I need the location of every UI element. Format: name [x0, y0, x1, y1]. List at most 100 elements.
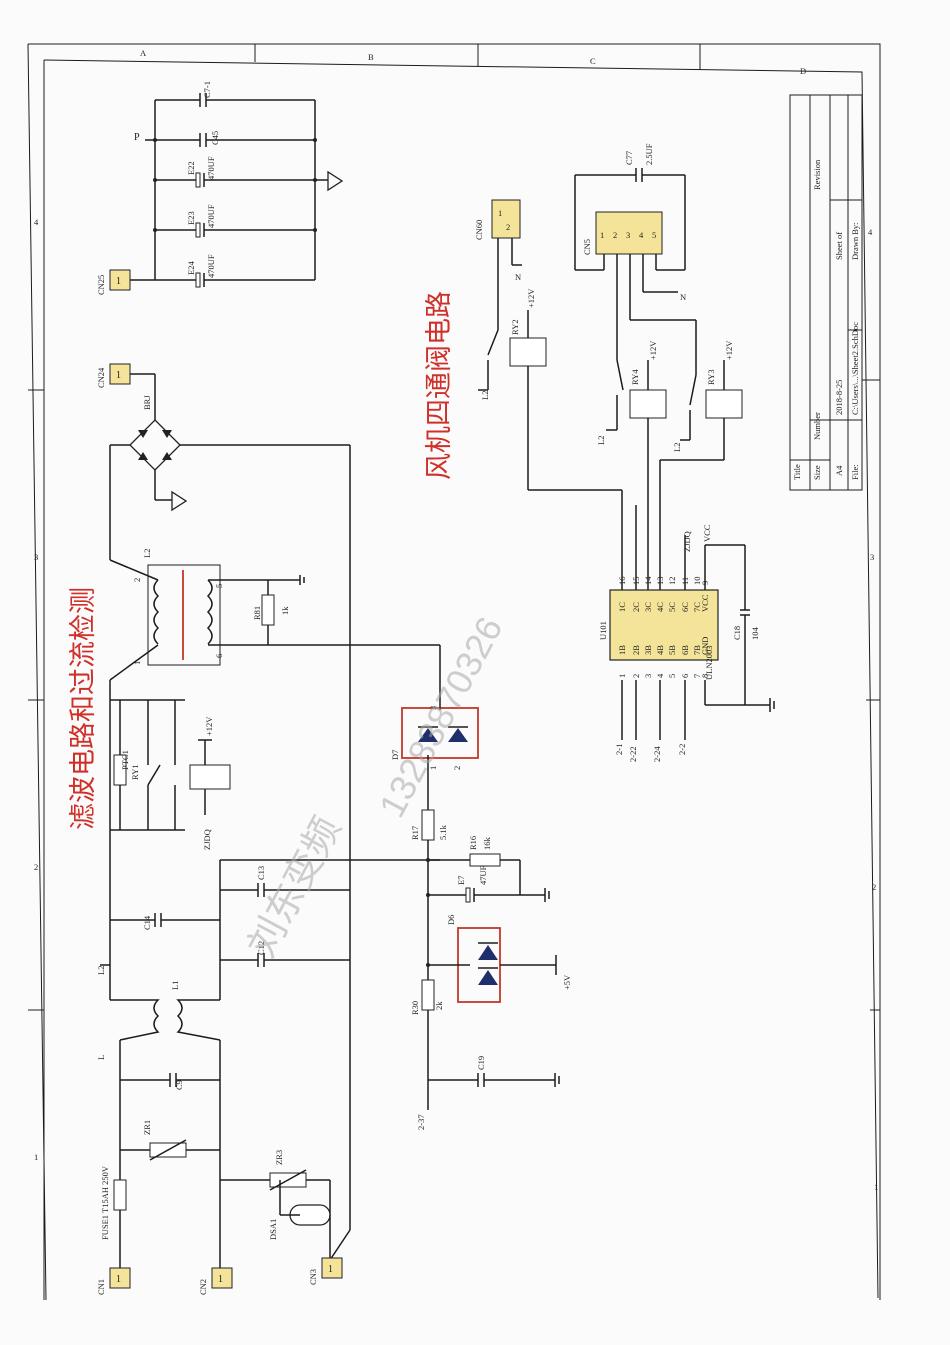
svg-text:L2: L2: [96, 966, 106, 975]
revision-label: Revision: [812, 159, 822, 190]
svg-text:R30: R30: [410, 1001, 420, 1015]
uln-pin-number: 2: [631, 674, 641, 678]
relay-ry4: RY4 +12V L2: [596, 340, 667, 590]
uln-pin-name: GND: [700, 637, 710, 655]
svg-text:PTC1: PTC1: [120, 750, 130, 770]
uln-pins: 11B22B33B44B55B66B77B8GND161C152C143C134…: [617, 576, 710, 678]
svg-text:N: N: [680, 292, 686, 302]
drawn-label: Drawn By:: [850, 222, 860, 260]
svg-text:ZR1: ZR1: [142, 1120, 152, 1135]
svg-text:2-22: 2-22: [628, 746, 638, 762]
e22-value: 470UF: [206, 156, 216, 180]
uln-pin-number: 8: [700, 674, 710, 678]
uln-pin-name: 7C: [692, 602, 702, 612]
svg-text:CN25: CN25: [96, 275, 106, 295]
svg-text:2-2: 2-2: [677, 744, 687, 755]
svg-text:104: 104: [750, 627, 760, 641]
svg-text:2: 2: [452, 766, 462, 770]
svg-text:DSA1: DSA1: [268, 1219, 278, 1240]
svg-text:2-1: 2-1: [614, 744, 624, 755]
watermark-name: 刘东变频: [239, 809, 349, 964]
svg-text:2.5UF: 2.5UF: [644, 143, 654, 165]
svg-text:L2: L2: [596, 436, 606, 445]
relay-ry2: RY2 +12V L2: [478, 288, 547, 490]
watermark-phone: 13283870326: [371, 610, 511, 824]
uln-pin-name: 5B: [667, 645, 677, 655]
svg-text:RY2: RY2: [510, 319, 520, 335]
svg-text:+12V: +12V: [724, 340, 734, 360]
sheet-frame: A B C D 4 3 2 1 4 3 2 1: [27, 43, 881, 1301]
svg-text:C19: C19: [476, 1056, 486, 1070]
svg-text:C18: C18: [732, 626, 742, 640]
zone-label-c: C: [590, 56, 596, 66]
uln-pin-number: 11: [680, 577, 690, 585]
uln-pin-number: 16: [617, 577, 627, 586]
uln-pin-name: 6C: [680, 602, 690, 612]
uln-pin-number: 4: [655, 673, 665, 678]
svg-text:C13: C13: [256, 866, 266, 880]
zone-label-3-right: 3: [870, 552, 874, 562]
connector-cn25: 1 CN25: [96, 269, 131, 295]
svg-text:5.1k: 5.1k: [438, 824, 448, 840]
date-value: 2018-8-25: [834, 380, 844, 415]
svg-text:2: 2: [506, 222, 510, 232]
svg-text:ZJDQ: ZJDQ: [682, 531, 692, 552]
zone-label-3-left: 3: [34, 552, 38, 562]
zone-label-d: D: [800, 66, 806, 76]
svg-text:CN3: CN3: [308, 1269, 318, 1285]
number-label: Number: [812, 412, 822, 440]
e23-value: 470UF: [206, 204, 216, 228]
size-label: Size: [812, 465, 822, 480]
svg-text:CN5: CN5: [582, 239, 592, 255]
svg-text:2: 2: [613, 230, 617, 240]
uln-pin-number: 12: [667, 577, 677, 586]
svg-text:N: N: [515, 272, 521, 282]
svg-text:CN60: CN60: [474, 220, 484, 240]
svg-text:RY4: RY4: [630, 369, 640, 385]
svg-text:1: 1: [428, 766, 438, 770]
svg-text:CN1: CN1: [96, 1279, 106, 1295]
uln-pin-name: 7B: [692, 645, 702, 655]
uln-pin-number: 10: [692, 577, 702, 586]
e24-label: E24: [186, 261, 196, 275]
current-detect: D7 3 1 2 R17 5.1k R16 16k E7 47UF D6 +5V…: [390, 645, 572, 1130]
zone-label-2-right: 2: [872, 882, 876, 892]
zone-label-1-left: 1: [34, 1152, 38, 1162]
svg-text:1: 1: [116, 276, 121, 287]
size-value: A4: [834, 465, 844, 476]
svg-text:5: 5: [214, 584, 224, 588]
svg-text:3: 3: [428, 706, 438, 710]
uln-pin-name: 5C: [667, 602, 677, 612]
uln-pin-number: 6: [680, 674, 690, 678]
zone-label-4-right: 4: [868, 227, 873, 237]
svg-text:2: 2: [132, 578, 142, 582]
svg-text:2-37: 2-37: [416, 1114, 426, 1130]
uln-pin-name: 2B: [631, 645, 641, 655]
zone-label-a: A: [140, 48, 147, 58]
svg-text:1: 1: [498, 208, 502, 218]
svg-text:+12V: +12V: [648, 340, 658, 360]
uln-pin-number: 14: [643, 576, 653, 585]
svg-text:47UF: 47UF: [478, 865, 488, 885]
svg-text:4: 4: [639, 230, 644, 240]
ic-uln2003: U101 ULN2003: [598, 589, 719, 680]
uln-pin-name: 2C: [631, 602, 641, 612]
uln-wiring: ZJDQ VCC C18 104: [528, 489, 775, 712]
svg-text:D6: D6: [446, 915, 456, 925]
uln-pin-name: 6B: [680, 645, 690, 655]
svg-text:L2: L2: [142, 549, 152, 558]
svg-text:C77: C77: [624, 151, 634, 165]
zone-label-2-left: 2: [34, 862, 38, 872]
svg-text:ZJDQ: ZJDQ: [202, 829, 212, 850]
uln-pin-name: 1C: [617, 602, 627, 612]
relay-ry3: RY3 +12V L2: [659, 320, 743, 590]
svg-text:+12V: +12V: [526, 288, 536, 308]
svg-text:L2: L2: [480, 391, 490, 400]
c45-label: C45: [210, 131, 220, 145]
svg-text:1: 1: [116, 1274, 121, 1285]
filter-heading: 滤波电路和过流检测: [68, 587, 99, 830]
uln-input-nets: 2-1 2-22 2-24 2-2: [614, 680, 687, 762]
net-p-label: P: [134, 132, 140, 143]
svg-text:U101: U101: [598, 621, 608, 640]
